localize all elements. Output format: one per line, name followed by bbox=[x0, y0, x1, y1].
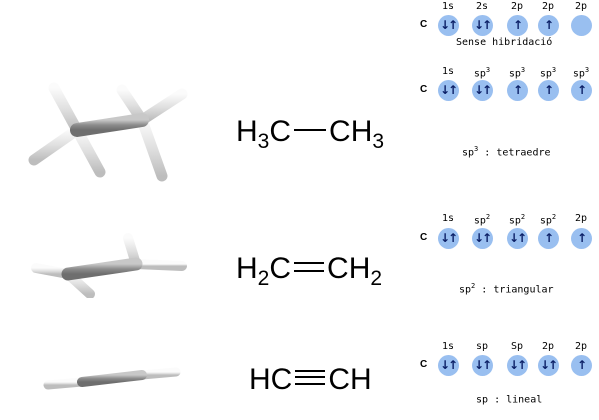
caption-prefix: sp bbox=[459, 284, 472, 296]
orbital-label: 1s bbox=[441, 341, 455, 352]
caption-sp3: sp3 : tetraedre bbox=[462, 145, 551, 158]
carbon-atom-label: C bbox=[420, 84, 428, 95]
orbital-circle: ↓↑ bbox=[471, 228, 493, 249]
orbital-label: sp3 bbox=[572, 66, 590, 80]
orbital-circle: ↑ bbox=[570, 80, 592, 101]
orbital-circle: ↑ bbox=[506, 80, 528, 101]
ethylene-3d-model bbox=[31, 233, 187, 298]
orbital-label: 2p bbox=[541, 341, 555, 352]
formula-left-atom: HC bbox=[249, 363, 293, 396]
formula-left-h: H bbox=[236, 115, 258, 148]
orbital-label: 2s bbox=[475, 1, 489, 12]
orbital-label: sp bbox=[475, 341, 489, 352]
orbital-circle: ↓↑ bbox=[437, 80, 459, 101]
orbital-label: sp2 bbox=[539, 213, 557, 227]
orbital-circle: ↓↑ bbox=[471, 15, 493, 36]
caption-sup: 3 bbox=[474, 145, 479, 153]
caption-unhybridized: Sense hibridació bbox=[456, 37, 553, 48]
orbital-label: sp3 bbox=[539, 66, 557, 80]
single-bond bbox=[294, 129, 327, 131]
orbital-label: 1s bbox=[441, 213, 455, 224]
formula-left-sub: 2 bbox=[257, 267, 270, 290]
orbital-circle: ↑ bbox=[570, 355, 592, 376]
orbital-label: 2p bbox=[541, 1, 555, 12]
orbital-circle: ↓↑ bbox=[506, 355, 528, 376]
caption-rest: : triangular bbox=[475, 284, 554, 296]
orbital-label: sp2 bbox=[473, 213, 491, 227]
orbital-circle: ↓↑ bbox=[537, 355, 559, 376]
orbital-circle: ↓↑ bbox=[437, 228, 459, 249]
orbital-label: sp2 bbox=[508, 213, 526, 227]
formula-left-h: H bbox=[236, 252, 258, 285]
caption-rest: : lineal bbox=[488, 394, 543, 406]
orbital-circle: ↓↑ bbox=[471, 355, 493, 376]
ethane-3d-model bbox=[28, 82, 188, 182]
formula-acetylene: HC CH bbox=[249, 365, 372, 395]
orbital-label: 2p bbox=[574, 213, 588, 224]
orbital-circle: ↑ bbox=[506, 15, 528, 36]
caption-prefix: sp bbox=[476, 394, 489, 406]
orbital-circle: ↓↑ bbox=[506, 228, 528, 249]
caption-sp2: sp2 : triangular bbox=[459, 282, 554, 295]
formula-right-sub: 2 bbox=[370, 267, 383, 290]
orbital-label: sp3 bbox=[508, 66, 526, 80]
formula-right-atom: CH bbox=[328, 363, 372, 396]
orbital-label: 1s bbox=[441, 66, 455, 77]
formula-left-atom: C bbox=[269, 115, 292, 148]
orbital-circle: ↑ bbox=[537, 228, 559, 249]
formula-right-atom: CH bbox=[327, 252, 371, 285]
orbital-circle: ↓↑ bbox=[437, 15, 459, 36]
carbon-atom-label: C bbox=[420, 359, 428, 370]
carbon-atom-label: C bbox=[420, 232, 428, 243]
double-bond bbox=[294, 262, 325, 272]
orbital-label: sp3 bbox=[473, 66, 491, 80]
orbital-label: 1s bbox=[441, 1, 455, 12]
acetylene-3d-model bbox=[43, 367, 181, 390]
orbital-circle: ↑ bbox=[570, 228, 592, 249]
triple-bond bbox=[295, 370, 326, 385]
formula-right-atom: CH bbox=[329, 115, 373, 148]
formula-right-sub: 3 bbox=[372, 130, 385, 153]
orbital-circle: ↑ bbox=[537, 15, 559, 36]
caption-sp: sp : lineal bbox=[476, 392, 542, 405]
caption-rest: : tetraedre bbox=[478, 147, 551, 159]
formula-left-sub: 3 bbox=[257, 130, 270, 153]
caption-sup: 2 bbox=[471, 282, 476, 290]
orbital-label: 2p bbox=[510, 1, 524, 12]
orbital-label: 2p bbox=[574, 341, 588, 352]
orbital-circle: ↓↑ bbox=[437, 355, 459, 376]
orbital-circle bbox=[570, 15, 592, 36]
carbon-atom-label: C bbox=[420, 19, 428, 30]
orbital-label: 2p bbox=[574, 1, 588, 12]
orbital-circle: ↑ bbox=[537, 80, 559, 101]
orbital-label: Sp bbox=[510, 341, 524, 352]
orbital-circle: ↓↑ bbox=[471, 80, 493, 101]
caption-prefix: sp bbox=[462, 147, 475, 159]
formula-left-atom: C bbox=[269, 252, 292, 285]
